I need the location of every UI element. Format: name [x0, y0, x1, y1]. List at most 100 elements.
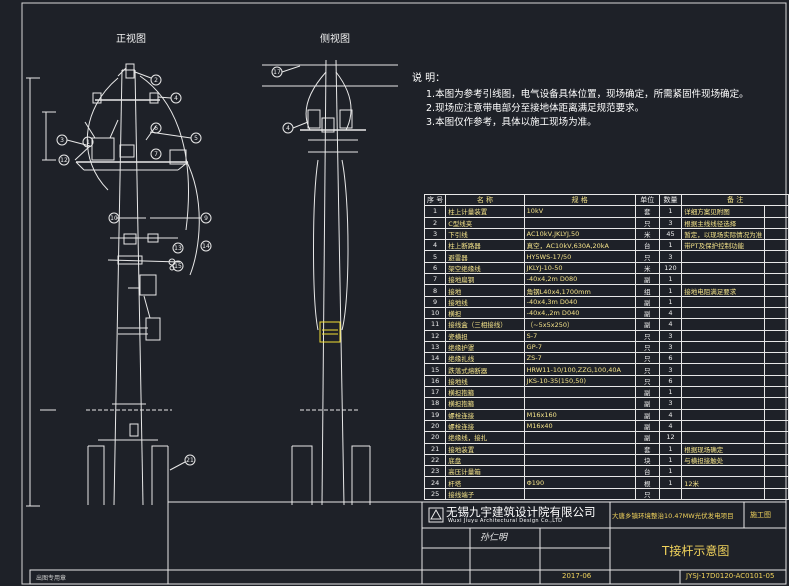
bom-cell-spare	[764, 442, 789, 455]
bom-cell	[523, 386, 636, 399]
bom-cell: 21	[423, 442, 447, 455]
highlight-box	[319, 321, 341, 343]
pole-left-edge	[113, 69, 123, 506]
bom-cell: 10	[423, 306, 447, 320]
bom-cell: 与横担接触处	[681, 453, 766, 467]
bom-cell: M16x40	[523, 419, 636, 433]
bom-cell-spare	[764, 250, 789, 263]
title-block	[29, 501, 787, 585]
bom-cell: 米	[634, 227, 660, 241]
side-callouts	[271, 65, 309, 134]
bom-cell-spare	[764, 216, 789, 229]
bom-cell: 避雷器	[445, 250, 525, 263]
bom-cell: 3	[658, 363, 683, 376]
bom-cell: 只	[634, 216, 660, 229]
callout-label: 5	[194, 135, 198, 142]
bom-cell: 6	[658, 374, 683, 388]
bom-cell: 1	[423, 205, 447, 218]
bom-cell	[681, 431, 766, 444]
bom-cell: 只	[634, 487, 660, 501]
bom-cell: 绝缘护罩	[445, 340, 525, 354]
bom-cell: 3	[658, 340, 683, 354]
bom-cell-spare	[764, 205, 789, 218]
bom-cell	[681, 273, 766, 286]
callout-label: 1	[86, 139, 90, 146]
bom-cell-spare	[764, 397, 789, 410]
notes-heading: 说 明：	[412, 73, 446, 84]
bom-cell: 根	[634, 476, 660, 489]
bom-cell: ZS-7	[523, 352, 636, 365]
bom-header-cell: 备 注	[681, 193, 789, 207]
bom-cell	[681, 419, 766, 433]
bom-cell: 1	[658, 386, 683, 399]
bom-cell: 1	[658, 239, 683, 252]
bom-cell: 底盘	[445, 453, 525, 467]
bom-cell: 副	[634, 386, 660, 399]
bom-cell: 接地装置	[445, 442, 525, 455]
bom-cell: 20	[423, 431, 447, 444]
drawing-title: T接杆示意图	[662, 544, 730, 558]
bom-cell: 15	[423, 363, 447, 376]
bom-cell: 22	[423, 453, 447, 467]
bom-cell-spare	[764, 419, 789, 433]
bom-cell: GP-7	[523, 340, 636, 354]
bom-cell	[681, 374, 766, 388]
bom-cell: 1	[658, 295, 683, 308]
bom-cell-spare	[764, 465, 789, 478]
bom-cell: 只	[634, 374, 660, 388]
bom-cell: 角钢L40x4,1700mm	[523, 284, 636, 297]
meter-box	[145, 317, 161, 341]
bom-cell-spare	[764, 386, 789, 399]
bom-cell: 7	[423, 273, 447, 286]
bom-cell: 杆塔	[445, 476, 525, 489]
bom-cell: 台	[634, 465, 660, 478]
bom-cell: 接地线	[445, 374, 525, 388]
bom-cell	[523, 216, 636, 229]
bom-cell: 5	[423, 250, 447, 263]
circuit-breaker	[91, 137, 115, 161]
bom-cell: 3	[658, 397, 683, 410]
bom-cell	[681, 250, 766, 263]
bom-cell-spare	[764, 363, 789, 376]
note-line-1: 1.本图为参考引线图，电气设备具体位置，现场确定，所需紧固件现场确定。	[426, 89, 749, 100]
bom-cell	[681, 408, 766, 421]
bom-cell: 螺栓连接	[445, 408, 525, 421]
bom-cell: 4	[423, 239, 447, 252]
bom-cell: 下引线	[445, 227, 525, 241]
bom-cell: 绝缘线，接扎	[445, 431, 525, 444]
bom-cell: 副	[634, 306, 660, 320]
bom-cell: 只	[634, 250, 660, 263]
bom-cell: 18	[423, 397, 447, 410]
bom-cell: 12米	[681, 476, 766, 489]
design-notes: 说 明： 1.本图为参考引线图，电气设备具体位置，现场确定，所需紧固件现场确定。…	[412, 72, 749, 130]
bom-cell-spare	[764, 227, 789, 241]
bom-cell: 10kV	[523, 205, 636, 218]
bom-cell: 只	[634, 352, 660, 365]
bom-cell-spare	[764, 340, 789, 354]
bom-cell: 副	[634, 295, 660, 308]
callout-label: 21	[186, 457, 194, 464]
bom-cell: 架空绝缘线	[445, 261, 525, 275]
callout-label: 17	[273, 69, 281, 76]
bom-cell: 横担	[445, 306, 525, 320]
company-name-cn: 无锡九宇建筑设计院有限公司	[446, 505, 596, 519]
bom-cell: 4	[658, 408, 683, 421]
bom-cell: 米	[634, 261, 660, 275]
bom-cell: S-7	[523, 329, 636, 342]
bom-cell: 接地	[445, 284, 525, 297]
bom-cell-spare	[764, 374, 789, 388]
bom-cell: 12	[658, 431, 683, 444]
bom-cell-spare	[764, 476, 789, 489]
bom-cell-spare	[764, 284, 789, 297]
bom-cell: 副	[634, 419, 660, 433]
bom-header-cell: 序 号	[423, 193, 447, 207]
